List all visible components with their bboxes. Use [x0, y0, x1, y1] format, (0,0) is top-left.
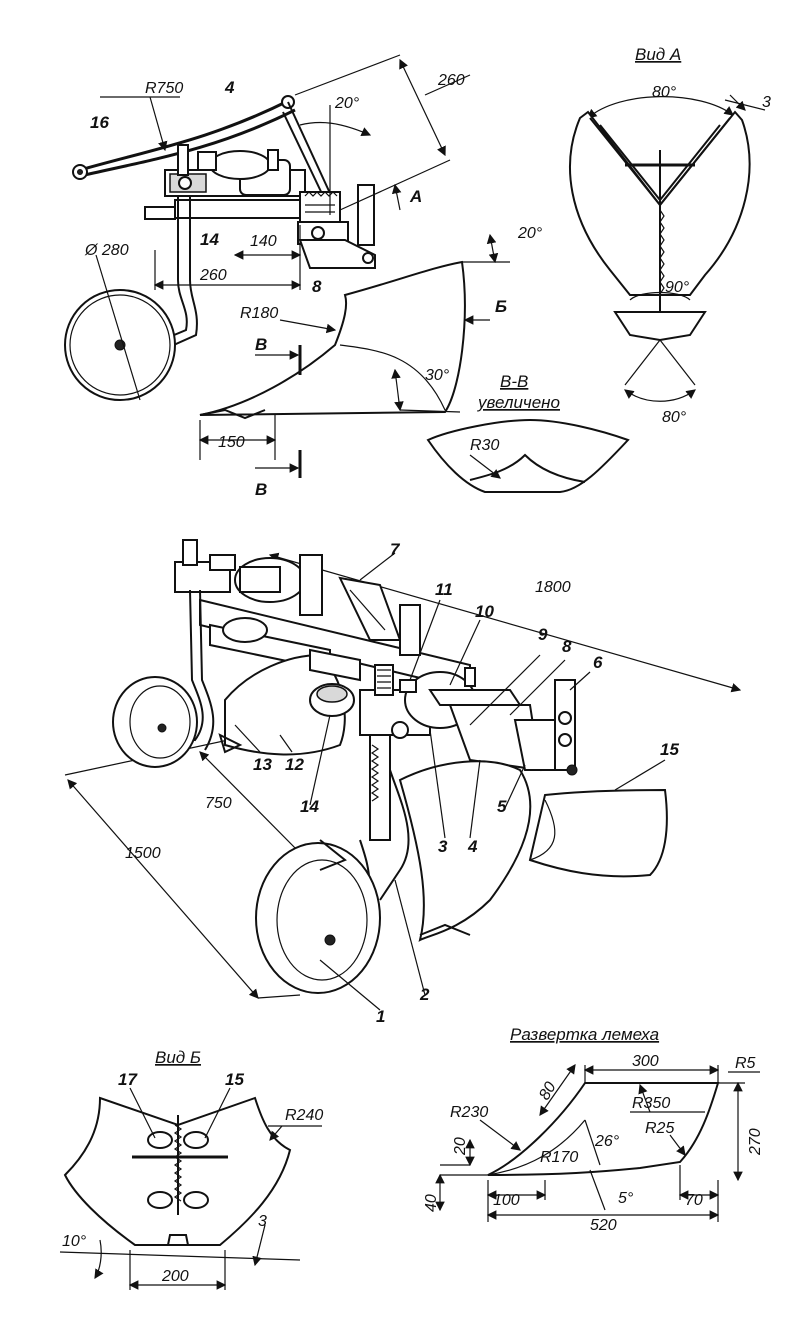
share-outline: [487, 1082, 720, 1176]
right-plough-15: [528, 788, 668, 878]
view-a-lower-share: [613, 311, 707, 342]
beam-arc: [79, 98, 291, 172]
side-bracket-8: [298, 239, 376, 269]
center-stand: [369, 734, 391, 841]
dim-d280: Ø 280: [84, 242, 129, 259]
development-dim-270: 270: [747, 1128, 764, 1156]
view-b-angle-10: 10°: [62, 1233, 87, 1250]
view-marker-a: А: [409, 187, 422, 206]
view-b-r240: R240: [285, 1107, 323, 1124]
dim-150: 150: [218, 434, 245, 451]
section-v-v-r30: R30: [470, 437, 499, 454]
dim-1800: 1800: [535, 579, 571, 596]
middle-plough: [398, 760, 532, 942]
part-label-10: 10: [475, 602, 494, 621]
side-post: [357, 184, 375, 246]
part-label-12: 12: [285, 755, 304, 774]
part-label-2: 2: [419, 985, 430, 1004]
view-b-dim-200: 200: [161, 1268, 189, 1285]
view-marker-b: Б: [495, 297, 507, 316]
development-dim-100: 100: [493, 1192, 520, 1209]
side-pin: [144, 206, 176, 220]
view-a-body: [569, 110, 751, 296]
view-a-dim-3: 3: [762, 94, 771, 111]
dim-angle-30: 30°: [425, 367, 450, 384]
development-dim-20: 20: [452, 1137, 469, 1156]
part-label-5: 5: [497, 797, 507, 816]
view-b-dim-3: 3: [258, 1213, 267, 1230]
assembly-view: 1800 750 1500 7 11 10 9 8 6 15 13 12 14 …: [64, 539, 742, 1026]
part-label-14-assembly: 14: [300, 797, 319, 816]
dim-r180: R180: [240, 305, 278, 322]
dim-750: 750: [205, 795, 232, 812]
view-a: Вид А 80° 3 90° 80°: [569, 45, 771, 426]
left-wheel: [112, 676, 198, 768]
part-label-4-assembly: 4: [467, 837, 478, 856]
section-v-v-profile: [426, 418, 630, 493]
part-label-6: 6: [593, 653, 603, 672]
side-toothed-bracket: [299, 191, 341, 223]
development-r350: R350: [632, 1095, 670, 1112]
dim-r750: R750: [145, 80, 183, 97]
section-marker-v-top: В: [255, 335, 267, 354]
dim-angle-20-right: 20°: [517, 225, 543, 242]
part-label-3: 3: [438, 837, 448, 856]
dim-140: 140: [250, 233, 277, 250]
part-label-4: 4: [224, 78, 235, 97]
front-wheel-1: [255, 842, 381, 994]
section-v-v-subtitle: увеличено: [477, 393, 560, 412]
development-title: Развертка лемеха: [510, 1025, 659, 1044]
part-label-9: 9: [538, 625, 548, 644]
section-marker-v-bottom: В: [255, 480, 267, 499]
part-label-16: 16: [90, 113, 109, 132]
part-label-7: 7: [390, 540, 401, 559]
view-a-angle-80-bottom: 80°: [662, 409, 687, 426]
development-dim-300: 300: [632, 1053, 659, 1070]
development-r170: R170: [540, 1149, 578, 1166]
part-label-13: 13: [253, 755, 272, 774]
part-label-15-assembly: 15: [660, 740, 679, 759]
part-label-1: 1: [376, 1007, 385, 1026]
share-development: Развертка лемеха 300 R5 80 R230 R350 R25…: [423, 1025, 764, 1234]
view-b: Вид Б 17 15 R240 10° 3 200: [59, 1048, 323, 1290]
part-label-11: 11: [435, 580, 453, 599]
development-dim-80: 80: [536, 1079, 560, 1103]
dim-1500: 1500: [125, 845, 161, 862]
view-b-title: Вид Б: [155, 1048, 201, 1067]
dim-260: 260: [199, 267, 227, 284]
part-label-15-view-b: 15: [225, 1070, 244, 1089]
dim-260-top: 260: [437, 72, 465, 89]
part-label-8-assembly: 8: [562, 637, 572, 656]
view-a-angle-90: 90°: [665, 279, 690, 296]
part-label-8: 8: [312, 277, 322, 296]
development-dim-70: 70: [685, 1192, 703, 1209]
wing-nut-upper-left: [147, 1131, 173, 1149]
dim-angle-20-top: 20°: [334, 95, 360, 112]
side-view: R750 4 16 20° 260 А 14 140 Ø 280 260 8 2…: [64, 54, 543, 499]
development-dim-520: 520: [590, 1217, 617, 1234]
development-r5: R5: [735, 1055, 756, 1072]
development-r25: R25: [645, 1120, 674, 1137]
blade-7: [338, 576, 402, 641]
wing-nut-lower-left: [147, 1191, 173, 1209]
part-label-17: 17: [118, 1070, 138, 1089]
section-v-v-title: В-В: [500, 372, 528, 391]
development-angle-5: 5°: [618, 1190, 634, 1207]
view-a-title: Вид А: [635, 45, 681, 64]
part-label-14: 14: [200, 230, 219, 249]
development-angle-26: 26°: [594, 1133, 620, 1150]
development-dim-40: 40: [423, 1194, 440, 1212]
view-a-angle-80-top: 80°: [652, 84, 677, 101]
development-r230: R230: [450, 1104, 488, 1121]
section-v-v: В-В увеличено R30: [426, 372, 630, 493]
